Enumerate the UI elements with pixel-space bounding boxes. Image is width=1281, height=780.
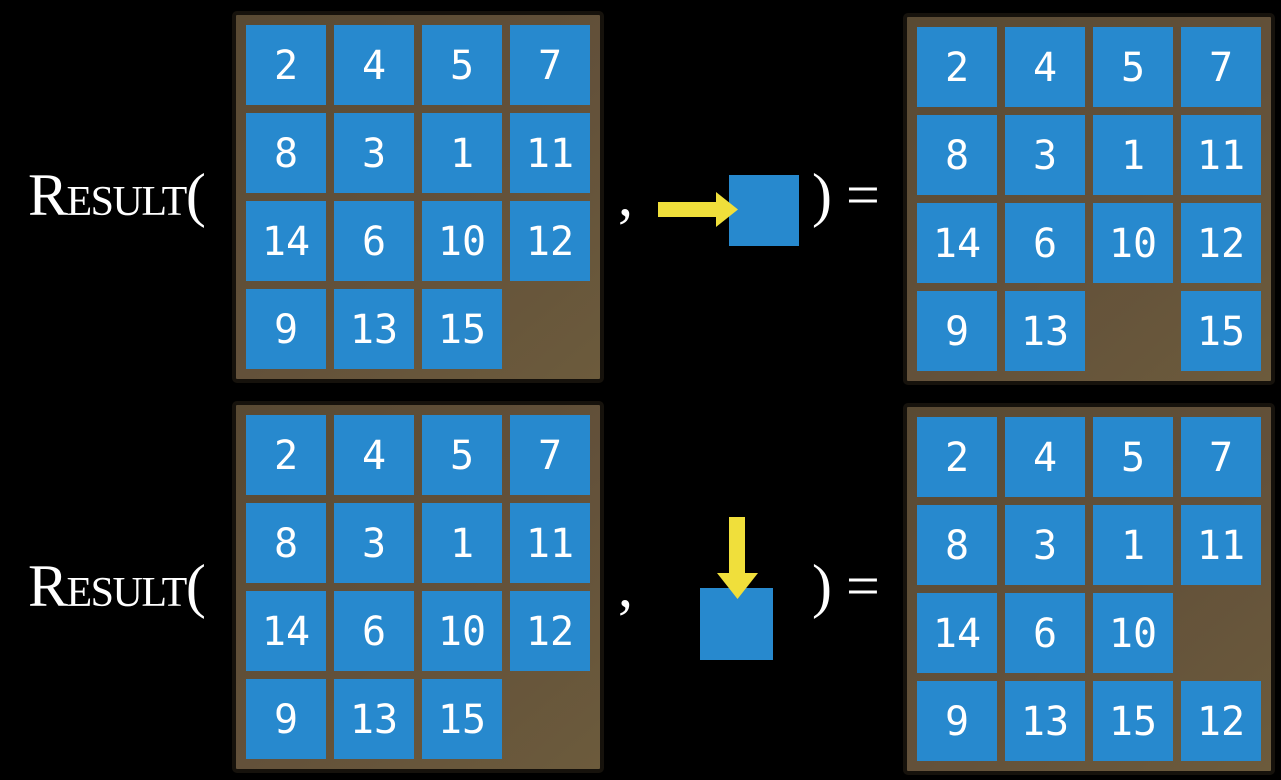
arrow-head <box>716 192 738 227</box>
tile-13: 13 <box>1005 291 1085 371</box>
sliding-tile-square <box>729 175 799 246</box>
tile-6: 6 <box>334 591 414 671</box>
blank-cell <box>510 289 590 369</box>
slide-down-arrow-icon <box>697 515 777 667</box>
tile-10: 10 <box>422 591 502 671</box>
tile-12: 12 <box>510 201 590 281</box>
tile-6: 6 <box>1005 593 1085 673</box>
tile-14: 14 <box>917 593 997 673</box>
blank-cell <box>1093 291 1173 371</box>
tile-2: 2 <box>917 27 997 107</box>
comma-separator: , <box>618 162 633 228</box>
tile-14: 14 <box>246 201 326 281</box>
tile-5: 5 <box>1093 417 1173 497</box>
tile-7: 7 <box>1181 27 1261 107</box>
comma-separator: , <box>618 553 633 619</box>
tile-13: 13 <box>334 679 414 759</box>
tile-5: 5 <box>422 25 502 105</box>
tile-3: 3 <box>334 113 414 193</box>
tile-15: 15 <box>422 679 502 759</box>
tile-14: 14 <box>246 591 326 671</box>
tile-3: 3 <box>1005 115 1085 195</box>
arrow-head <box>717 573 758 599</box>
tile-9: 9 <box>917 291 997 371</box>
tile-12: 12 <box>1181 681 1261 761</box>
tile-11: 11 <box>510 113 590 193</box>
blank-cell <box>1181 593 1261 673</box>
tile-15: 15 <box>422 289 502 369</box>
arrow-shaft <box>729 517 745 575</box>
tile-9: 9 <box>917 681 997 761</box>
equals-sign: = <box>845 162 880 228</box>
tile-14: 14 <box>917 203 997 283</box>
tile-2: 2 <box>246 25 326 105</box>
tile-2: 2 <box>246 415 326 495</box>
close-paren-equals: )= <box>812 554 880 618</box>
tile-4: 4 <box>334 25 414 105</box>
tile-11: 11 <box>1181 505 1261 585</box>
tile-7: 7 <box>1181 417 1261 497</box>
blank-cell <box>510 679 590 759</box>
tile-7: 7 <box>510 25 590 105</box>
function-name: Result <box>28 162 187 228</box>
tile-15: 15 <box>1181 291 1261 371</box>
tile-1: 1 <box>1093 115 1173 195</box>
tile-13: 13 <box>1005 681 1085 761</box>
tile-3: 3 <box>334 503 414 583</box>
tile-11: 11 <box>1181 115 1261 195</box>
tile-9: 9 <box>246 679 326 759</box>
result-function-label: Result( <box>28 554 206 618</box>
tile-7: 7 <box>510 415 590 495</box>
open-paren-icon: ( <box>185 162 206 228</box>
slide-right-arrow-icon <box>656 172 801 253</box>
tile-4: 4 <box>334 415 414 495</box>
equals-sign: = <box>845 553 880 619</box>
tile-8: 8 <box>246 113 326 193</box>
tile-8: 8 <box>917 115 997 195</box>
tile-12: 12 <box>510 591 590 671</box>
tile-1: 1 <box>422 113 502 193</box>
tile-11: 11 <box>510 503 590 583</box>
close-paren-icon: ) <box>812 553 832 619</box>
tile-1: 1 <box>422 503 502 583</box>
tile-15: 15 <box>1093 681 1173 761</box>
function-name: Result <box>28 553 187 619</box>
tile-8: 8 <box>917 505 997 585</box>
tile-6: 6 <box>334 201 414 281</box>
arrow-shaft <box>658 202 718 217</box>
close-paren-icon: ) <box>812 162 832 228</box>
tile-10: 10 <box>1093 203 1173 283</box>
tile-10: 10 <box>422 201 502 281</box>
tile-3: 3 <box>1005 505 1085 585</box>
open-paren-icon: ( <box>185 553 206 619</box>
tile-4: 4 <box>1005 27 1085 107</box>
tile-9: 9 <box>246 289 326 369</box>
result-function-label: Result( <box>28 163 206 227</box>
tile-5: 5 <box>422 415 502 495</box>
tile-8: 8 <box>246 503 326 583</box>
sliding-tile-square <box>700 588 773 660</box>
tile-12: 12 <box>1181 203 1261 283</box>
tile-6: 6 <box>1005 203 1085 283</box>
tile-10: 10 <box>1093 593 1173 673</box>
tile-5: 5 <box>1093 27 1173 107</box>
tile-2: 2 <box>917 417 997 497</box>
tile-4: 4 <box>1005 417 1085 497</box>
tile-1: 1 <box>1093 505 1173 585</box>
close-paren-equals: )= <box>812 163 880 227</box>
tile-13: 13 <box>334 289 414 369</box>
